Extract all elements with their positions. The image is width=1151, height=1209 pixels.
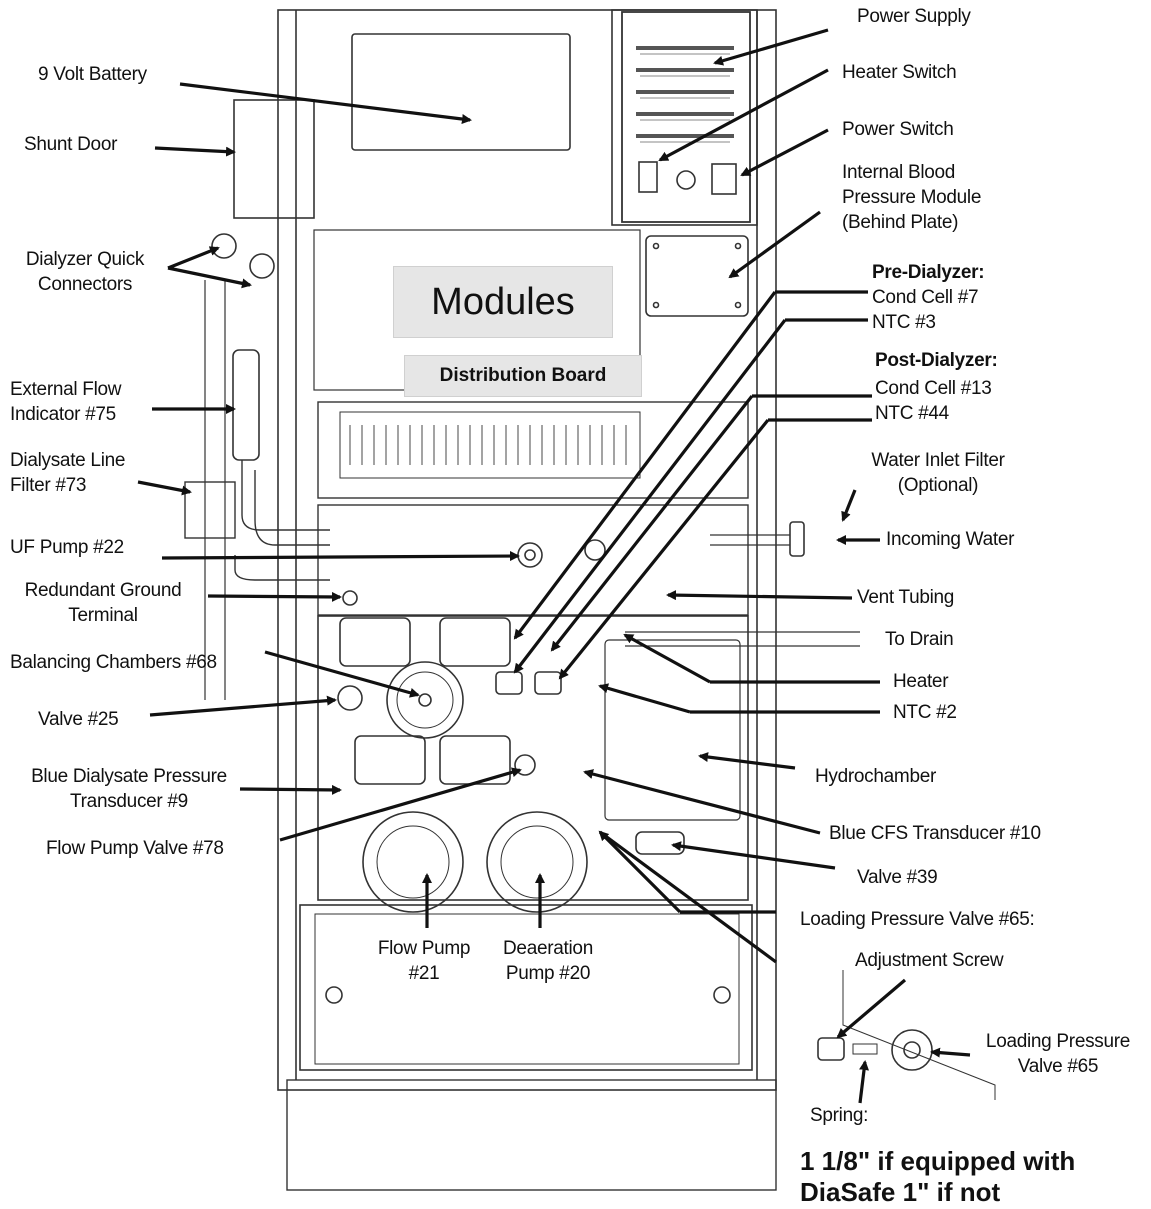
loading-pressure-valve-heading: Loading Pressure Valve #65: — [800, 909, 1035, 930]
loading-pressure-valve-label: Loading Pressure Valve #65 — [985, 1031, 1131, 1077]
distribution-board-label: Distribution Board — [404, 355, 642, 397]
pre-cond-cell-label: Cond Cell #7 — [872, 287, 979, 308]
power-supply-label: Power Supply — [857, 6, 971, 27]
power-switch-label: Power Switch — [842, 119, 954, 140]
blue-dialysate-pressure-transducer-label: Blue Dialysate Pressure Transducer #9 — [31, 766, 227, 812]
uf-pump-label: UF Pump #22 — [10, 537, 124, 558]
spring-size-note: 1 1/8" if equipped with DiaSafe 1" if no… — [800, 1146, 1076, 1207]
ntc-2-label: NTC #2 — [893, 702, 957, 723]
adjustment-screw-label: Adjustment Screw — [855, 950, 1004, 971]
pre-ntc-label: NTC #3 — [872, 312, 936, 333]
spring-label: Spring: — [810, 1105, 869, 1126]
pre-dialyzer-heading: Pre-Dialyzer: — [872, 262, 985, 283]
to-drain-label: To Drain — [885, 629, 954, 650]
dialyzer-quick-connectors-label: Dialyzer Quick Connectors — [25, 249, 145, 295]
blue-cfs-transducer-label: Blue CFS Transducer #10 — [829, 823, 1041, 844]
modules-label: Modules — [393, 266, 613, 338]
shunt-door-label: Shunt Door — [24, 134, 118, 155]
flow-pump-valve-label: Flow Pump Valve #78 — [46, 838, 224, 859]
heater-switch-label: Heater Switch — [842, 62, 957, 83]
valve-25-label: Valve #25 — [38, 709, 119, 730]
post-cond-cell-label: Cond Cell #13 — [875, 378, 992, 399]
incoming-water-label: Incoming Water — [886, 529, 1015, 550]
valve-39-label: Valve #39 — [857, 867, 938, 888]
water-inlet-filter-label: Water Inlet Filter (Optional) — [871, 450, 1005, 496]
deaeration-pump-label: Deaeration Pump #20 — [503, 938, 593, 984]
flow-pump-label: Flow Pump #21 — [377, 938, 471, 984]
vent-tubing-label: Vent Tubing — [857, 587, 955, 608]
post-dialyzer-heading: Post-Dialyzer: — [875, 350, 998, 371]
redundant-ground-terminal-label: Redundant Ground Terminal — [24, 580, 182, 626]
machine-frame — [184, 9, 996, 1191]
hydrochamber-label: Hydrochamber — [815, 766, 937, 787]
post-ntc-label: NTC #44 — [875, 403, 949, 424]
internal-bp-module-label: Internal Blood Pressure Module (Behind P… — [842, 162, 982, 233]
battery-label: 9 Volt Battery — [38, 64, 147, 85]
heater-label: Heater — [893, 671, 949, 692]
callout-arrows — [137, 28, 971, 1104]
dialysate-line-filter-label: Dialysate Line Filter #73 — [10, 450, 126, 496]
external-flow-indicator-label: External Flow Indicator #75 — [10, 379, 122, 425]
balancing-chambers-label: Balancing Chambers #68 — [10, 652, 217, 673]
